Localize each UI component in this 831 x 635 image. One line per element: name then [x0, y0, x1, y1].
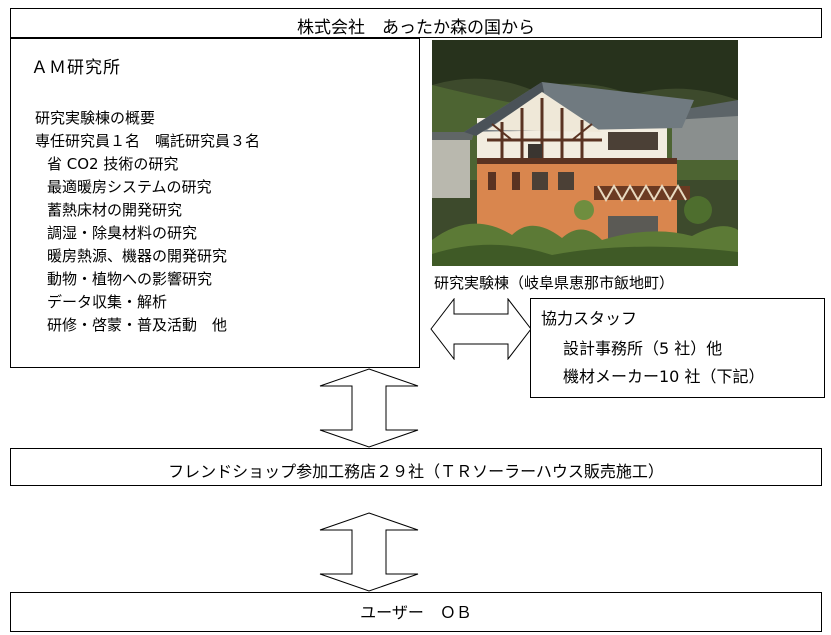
users-box: ユーザー ＯＢ	[10, 592, 822, 632]
research-item: 動物・植物への影響研究	[47, 270, 213, 288]
friend-shops-box: フレンドショップ参加工務店２９社（ＴＲソーラーハウス販売施工）	[10, 448, 822, 486]
building-illustration	[432, 40, 738, 266]
lab-staff-line: 専任研究員１名 嘱託研究員３名	[35, 132, 261, 150]
research-item: 蓄熱床材の開発研究	[47, 201, 183, 219]
company-title-box: 株式会社 あったか森の国から	[10, 8, 822, 38]
lab-name: ＡＭ研究所	[31, 58, 121, 78]
friend-shops-label: フレンドショップ参加工務店２９社（ＴＲソーラーハウス販売施工）	[168, 462, 664, 481]
company-title: 株式会社 あったか森の国から	[297, 18, 535, 38]
research-item: データ収集・解析	[47, 293, 168, 311]
cooperation-staff-box: 協力スタッフ 設計事務所（5 社）他 機材メーカー10 社（下記）	[530, 298, 825, 398]
users-label: ユーザー ＯＢ	[360, 603, 472, 622]
research-item: 研修・啓蒙・普及活動 他	[47, 316, 228, 334]
research-building-photo	[432, 40, 738, 266]
research-item: 暖房熱源、機器の開発研究	[47, 247, 228, 265]
research-item: 調湿・除臭材料の研究	[47, 224, 198, 242]
double-arrow-horizontal-icon	[430, 298, 532, 360]
lab-overview-heading: 研究実験棟の概要	[35, 109, 156, 127]
lab-info-list: 研究実験棟の概要 専任研究員１名 嘱託研究員３名 省 CO2 技術の研究 最適暖…	[35, 107, 260, 337]
research-item: 最適暖房システムの研究	[47, 178, 212, 196]
cooperation-line: 設計事務所（5 社）他	[563, 339, 723, 358]
double-arrow-vertical-icon	[319, 368, 419, 448]
research-item: 省 CO2 技術の研究	[47, 155, 179, 173]
double-arrow-vertical-icon	[319, 512, 419, 592]
lab-box: ＡＭ研究所 研究実験棟の概要 専任研究員１名 嘱託研究員３名 省 CO2 技術の…	[10, 38, 420, 368]
cooperation-line: 機材メーカー10 社（下記）	[563, 367, 765, 386]
cooperation-title: 協力スタッフ	[541, 309, 638, 328]
photo-caption: 研究実験棟（岐阜県恵那市飯地町）	[434, 274, 675, 292]
